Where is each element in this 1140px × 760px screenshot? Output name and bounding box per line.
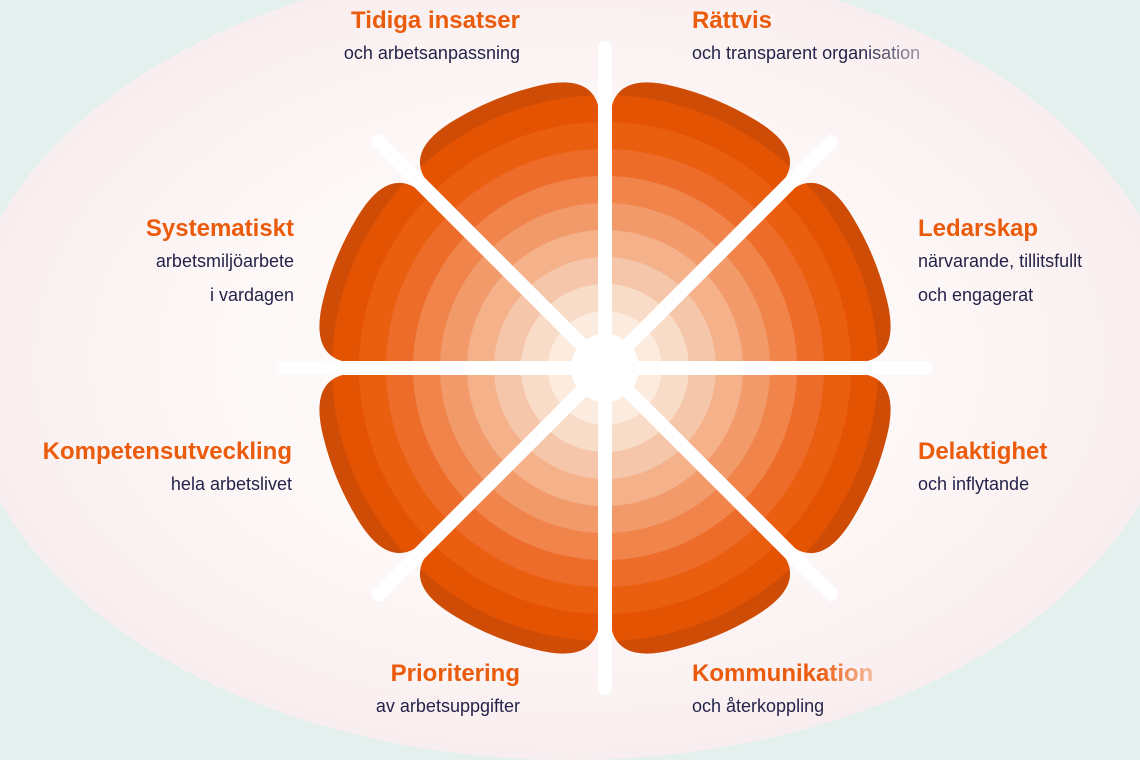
label-title: Prioritering	[390, 660, 520, 687]
label-tidiga-insatser: Tidiga insatser och arbetsanpassning	[344, 6, 520, 70]
label-line: och arbetsanpassning	[343, 43, 520, 63]
label-title: Kommunikation	[692, 660, 874, 687]
label-title: Rättvis	[692, 7, 773, 34]
segment-divider	[371, 366, 607, 602]
wheel-diagram	[278, 41, 932, 695]
label-rattvis: Rättvis och transparent organisation	[692, 6, 960, 70]
segment-divider	[371, 134, 607, 370]
label-prioritering: Prioritering av arbetsuppgifter	[320, 659, 520, 723]
label-line: och engagerat	[918, 285, 1034, 305]
label-title: Delaktighet	[918, 438, 1048, 465]
label-title: Ledarskap	[918, 215, 1039, 242]
label-title: Tidiga insatser	[351, 7, 520, 34]
segment-divider	[603, 366, 839, 602]
label-line: och återkoppling	[692, 696, 825, 716]
label-line: av arbetsuppgifter	[375, 696, 520, 716]
label-title: Systematiskt	[145, 215, 294, 242]
label-line: hela arbetslivet	[170, 474, 292, 494]
label-kommunikation: Kommunikation och återkoppling	[692, 659, 897, 723]
label-ledarskap: Ledarskap närvarande, tillitsfullt och e…	[918, 214, 1082, 312]
label-line: och transparent organisation	[692, 43, 921, 63]
label-line: arbetsmiljöarbete	[155, 251, 294, 271]
label-kompetensutveckling: Kompetensutveckling hela arbetslivet	[43, 437, 292, 501]
label-line: i vardagen	[209, 285, 294, 305]
label-line: närvarande, tillitsfullt	[918, 251, 1083, 271]
label-title: Kompetensutveckling	[42, 438, 292, 465]
label-systematiskt: Systematiskt arbetsmiljöarbete i vardage…	[146, 214, 294, 312]
label-delaktighet: Delaktighet och inflytande	[918, 437, 1047, 501]
segment-divider	[603, 134, 839, 370]
label-line: och inflytande	[918, 474, 1030, 494]
